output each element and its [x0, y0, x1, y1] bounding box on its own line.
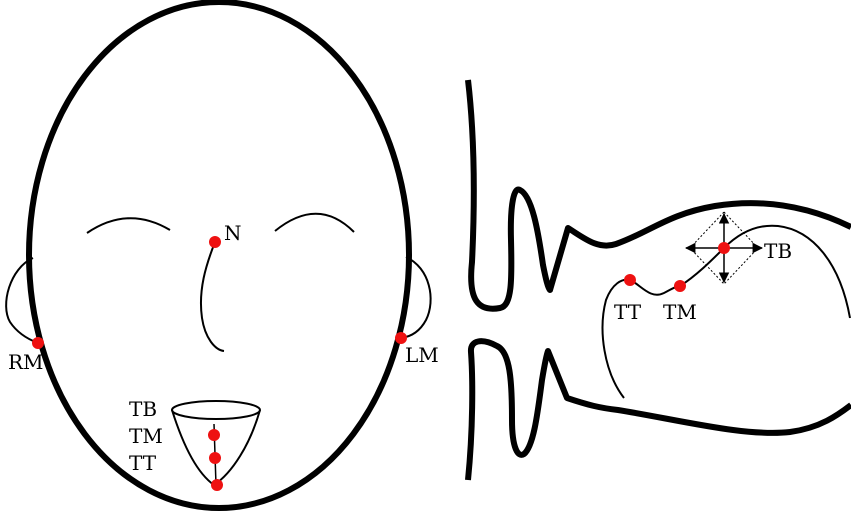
- tongue-top-edge: [172, 401, 260, 419]
- label-tongue-tip-side: TT: [614, 300, 642, 324]
- upper-vocal-tract-contour: [468, 80, 851, 309]
- sensor-tongue-middle-side-marker: [674, 280, 686, 292]
- label-tongue-middle-front: TM: [129, 424, 163, 448]
- left-eye: [275, 214, 354, 232]
- label-tongue-back-front: TB: [129, 397, 157, 421]
- label-left-mastoid: LM: [405, 343, 439, 367]
- right-eye: [87, 218, 170, 233]
- label-tongue-tip-front: TT: [129, 451, 157, 475]
- label-right-mastoid: RM: [8, 350, 44, 374]
- label-nose: N: [224, 221, 242, 245]
- sensor-right-mastoid-marker: [32, 337, 44, 349]
- nose-line: [201, 242, 224, 351]
- lower-vocal-tract-contour: [468, 341, 851, 480]
- side-view: TT TM TB: [468, 80, 851, 480]
- sensor-tongue-back-side-marker: [718, 242, 730, 254]
- sensor-tongue-tip-marker: [209, 452, 221, 464]
- sensor-tongue-bottom-marker: [211, 479, 223, 491]
- front-view: N RM LM TB TM TT: [6, 2, 439, 508]
- label-tongue-middle-side: TM: [663, 300, 697, 324]
- sensor-nose-marker: [209, 236, 221, 248]
- label-tongue-back-side: TB: [764, 239, 792, 263]
- sensor-tongue-tip-side-marker: [624, 274, 636, 286]
- sensor-tongue-middle-marker: [208, 429, 220, 441]
